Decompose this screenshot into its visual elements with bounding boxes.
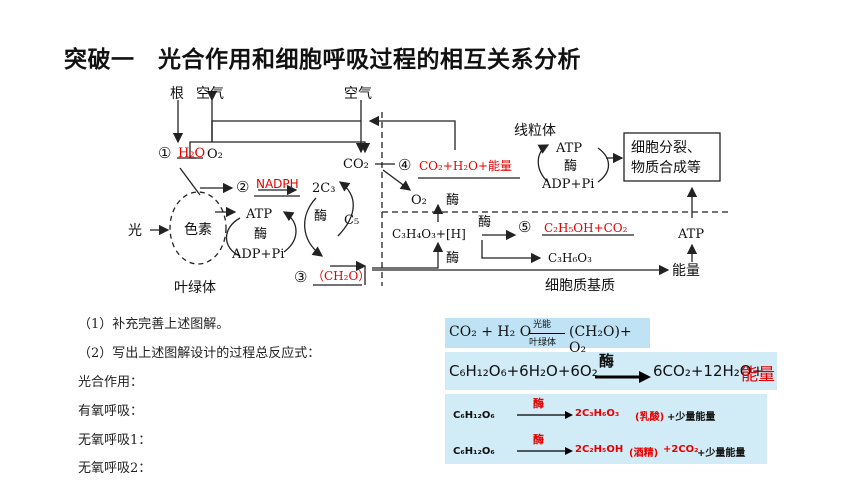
- aerobic-label: 有氧呼吸：: [78, 404, 144, 419]
- page-title: 突破一 光合作用和细胞呼吸过程的相互关系分析: [64, 47, 581, 73]
- mito-atp-left-arc: [537, 144, 550, 183]
- pigment-ellipse: [169, 191, 227, 265]
- fill-3-text: （CH₂O）: [312, 269, 370, 283]
- energy-label: 能量: [672, 263, 700, 279]
- mito-enzyme-label: 酶: [564, 158, 577, 174]
- anaerobic2-energy: +少量能量: [697, 448, 746, 459]
- anaerobic2-enzyme: 酶: [533, 433, 544, 446]
- cell-activity-box: [623, 132, 721, 182]
- photo-reactants: CO₂ + H₂ O: [449, 324, 532, 340]
- ferm-enzyme-label: 酶: [478, 214, 491, 230]
- co2-return-line: [368, 115, 456, 150]
- cellbox-line1: 细胞分裂、: [631, 140, 701, 156]
- anaerobic1-arrow-icon: [517, 411, 573, 419]
- anaerobic2-label: 无氧呼吸2：: [78, 461, 152, 476]
- chloroplast-label: 叶绿体: [174, 280, 216, 296]
- c5-label: C₅: [344, 213, 359, 228]
- anaerobic-equations-box: C₆H₁₂O₆ 酶 2C₃H₆O₃ (乳酸) +少量能量 C₆H₁₂O₆ 酶 2…: [445, 394, 767, 464]
- num-5: ⑤: [518, 218, 531, 236]
- air-top-label: 空气: [344, 86, 372, 102]
- aerobic-enzyme: 酶: [599, 352, 615, 370]
- cellbox-line2: 物质合成等: [631, 159, 701, 176]
- chloro-atp-label: ATP: [245, 207, 272, 222]
- mito-atp-label: ATP: [555, 141, 582, 156]
- aerobic-equation-box: C₆H₁₂O₆+6H₂O+6O₂ 酶 6CO₂+12H₂O+ 能量: [445, 352, 777, 390]
- pigment-label: 色素: [184, 221, 212, 238]
- root-label: 根: [170, 86, 184, 102]
- o2-label-1: O₂: [207, 147, 223, 162]
- anaerobic2-reactant: C₆H₁₂O₆: [453, 446, 495, 457]
- ferm-arrow-2: [481, 240, 542, 264]
- chloro-atp-left-arc: [225, 217, 241, 257]
- num-4: ④: [398, 156, 411, 174]
- fill-1-text: H₂O: [178, 146, 205, 161]
- photo-condition-bottom: 叶绿体: [529, 338, 557, 348]
- pyruvate-label: C₃H₄O₃+[H]: [392, 227, 466, 241]
- aerobic-reactants: C₆H₁₂O₆+6H₂O+6O₂: [449, 362, 598, 380]
- anaerobic2-arrow-icon: [517, 447, 573, 455]
- mito-label: 线粒体: [514, 123, 556, 139]
- question-1: （1）补充完善上述图解。: [78, 317, 230, 332]
- mito-adp-label: ADP+Pi: [541, 177, 594, 192]
- mito-atp-right-arc: [597, 147, 610, 183]
- aerobic-energy: 能量: [741, 365, 775, 385]
- photosynthesis-label: 光合作用：: [78, 375, 144, 390]
- anaerobic1-reactant: C₆H₁₂O₆: [453, 410, 495, 421]
- fill-4-text: CO₂+H₂O+能量: [419, 159, 512, 173]
- photo-arrow: [529, 333, 565, 334]
- atp-right-label: ATP: [677, 227, 704, 242]
- lactate-label: C₃H₆O₃: [548, 251, 592, 265]
- fill-5-text: C₂H₅OH+CO₂: [544, 221, 628, 235]
- question-2: （2）写出上述图解设计的过程总反应式：: [78, 346, 321, 361]
- fill-2-text: NADPH: [256, 177, 299, 191]
- aerobic-products: 6CO₂+12H₂O+: [653, 362, 765, 380]
- calvin-enzyme-label: 酶: [314, 208, 327, 224]
- anaerobic1-product-name: (乳酸): [635, 412, 665, 423]
- anaerobic2-co2: +2CO₂: [663, 444, 699, 455]
- chloro-enzyme-label: 酶: [254, 226, 267, 242]
- c3-label: 2C₃: [312, 181, 335, 196]
- light-label: 光: [128, 223, 142, 239]
- num-3: ③: [294, 268, 307, 286]
- calvin-right-arc: [337, 181, 354, 237]
- num-2: ②: [236, 178, 249, 196]
- co2-label: CO₂: [343, 157, 369, 172]
- anaerobic2-product: 2C₂H₅OH: [575, 444, 624, 455]
- anaerobic1-energy: +少量能量: [667, 412, 716, 423]
- anaerobic2-product-name: (酒精): [629, 448, 659, 459]
- chloro-atp-right-arc: [282, 211, 297, 253]
- o2-label-2: O₂: [411, 193, 427, 208]
- to-pyruvate-arrow: [372, 241, 444, 269]
- aerobic-arrow-icon: [595, 371, 651, 383]
- anaerobic1-product: 2C₃H₆O₃: [575, 408, 620, 419]
- h2o-split-line: [179, 167, 201, 196]
- photo-condition-top: 光能: [533, 320, 552, 330]
- chloro-adp-label: ADP+Pi: [231, 247, 284, 262]
- calvin-left-arc: [304, 197, 324, 257]
- glycolysis-enzyme-label: 酶: [446, 250, 459, 266]
- o2-arrow-down: [382, 169, 412, 191]
- anaerobic1-label: 无氧呼吸1：: [78, 433, 152, 448]
- o2-loop-line: [211, 120, 361, 142]
- air-left-label: 空气: [196, 86, 224, 102]
- cytoplasm-label: 细胞质基质: [545, 277, 615, 294]
- num-1: ①: [158, 144, 171, 162]
- photosynthesis-equation-box: CO₂ + H₂ O 光能 叶绿体 (CH₂O)+ O₂: [445, 318, 650, 356]
- anaerobic1-enzyme: 酶: [533, 397, 544, 410]
- o2-enzyme-label: 酶: [446, 192, 459, 208]
